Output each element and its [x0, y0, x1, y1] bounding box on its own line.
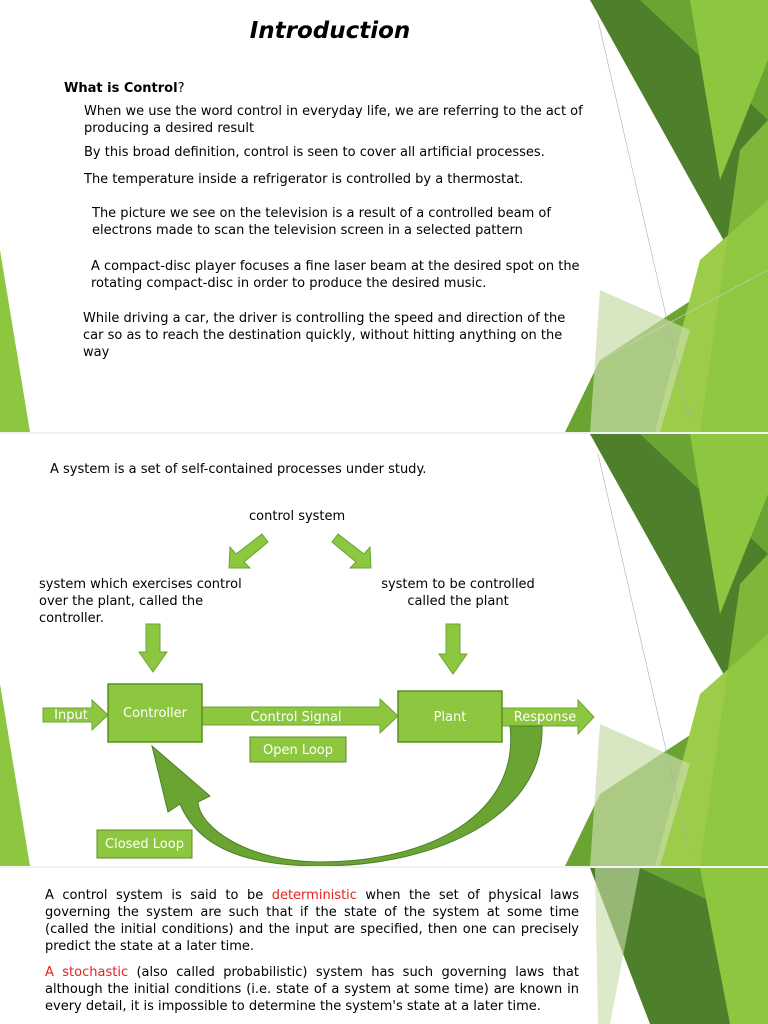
closed-loop-label: Closed Loop — [105, 837, 184, 852]
paragraph-deterministic: A control system is said to be determini… — [45, 887, 579, 955]
question-mark: ? — [177, 81, 185, 96]
system-definition: A system is a set of self-contained proc… — [50, 462, 427, 477]
controller-label: Controller — [123, 706, 187, 721]
controller-description: system which exercises control over the … — [39, 577, 242, 626]
deterministic-term: deterministic — [271, 888, 357, 903]
control-signal-label: Control Signal — [250, 710, 342, 725]
paragraph-control-definition: When we use the word control in everyday… — [84, 104, 583, 136]
control-system-label: control system — [249, 509, 346, 524]
slide-control-system-diagram: A system is a set of self-contained proc… — [0, 434, 768, 866]
block-diagram — [42, 533, 595, 866]
paragraph-broad-definition: By this broad definition, control is see… — [84, 145, 545, 160]
open-loop-box — [249, 736, 347, 763]
paragraph-driving: While driving a car, the driver is contr… — [83, 311, 566, 360]
question-bold-text: What is Control — [64, 81, 178, 96]
arrow-down-left-icon — [228, 533, 269, 569]
controller-box — [107, 683, 203, 743]
plant-label: Plant — [433, 710, 467, 725]
plant-description: system to be controlled called the plant — [381, 577, 535, 609]
response-label: Response — [513, 710, 577, 725]
paragraph-compact-disc: A compact-disc player focuses a fine las… — [91, 259, 580, 291]
plant-box — [397, 690, 503, 743]
deterministic-text-start: A control system is said to be — [45, 888, 272, 903]
closed-loop-box — [96, 829, 193, 859]
page-title: Introduction — [249, 18, 411, 44]
paragraph-television: The picture we see on the television is … — [92, 206, 551, 238]
stochastic-text: (also called probabilistic) system has s… — [45, 965, 579, 1014]
slide-introduction: Introduction What is Control? When we us… — [0, 0, 768, 432]
question-heading: What is Control? — [64, 80, 184, 97]
input-label: Input — [54, 708, 88, 723]
paragraph-stochastic: A stochastic (also called probabilistic)… — [45, 964, 579, 1015]
arrow-down-plant-icon — [438, 623, 468, 675]
arrow-down-controller-icon — [138, 623, 168, 673]
paragraph-refrigerator: The temperature inside a refrigerator is… — [84, 172, 524, 187]
open-loop-label: Open Loop — [262, 743, 334, 758]
slide-deterministic-stochastic: A control system is said to be determini… — [0, 868, 768, 1024]
deterministic-text-end: when the set of physical laws governing … — [45, 888, 579, 954]
arrow-down-right-icon — [331, 533, 372, 569]
input-arrow-icon — [42, 698, 109, 732]
stochastic-term: A stochastic — [45, 965, 129, 980]
control-signal-arrow-icon — [201, 697, 399, 735]
feedback-loop-arrow-icon — [151, 725, 543, 866]
